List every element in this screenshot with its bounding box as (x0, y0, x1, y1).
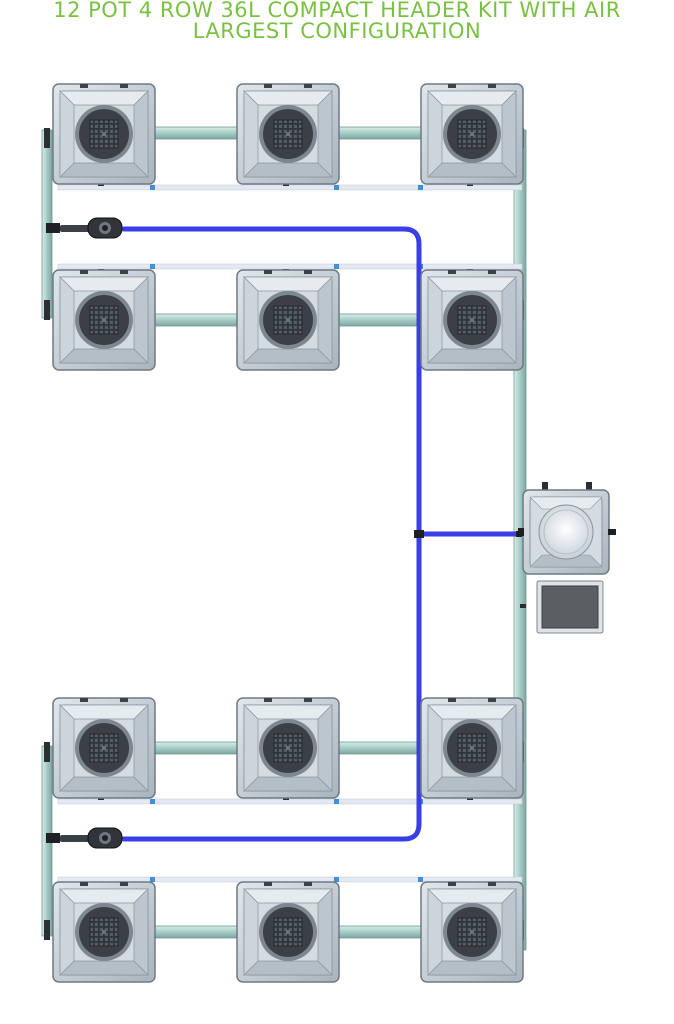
pot (420, 269, 524, 371)
pot (236, 83, 340, 185)
pot (52, 83, 156, 185)
pot (236, 269, 340, 371)
header-tank (518, 482, 616, 575)
pot-row-2 (52, 269, 524, 371)
pot (420, 697, 524, 799)
controller-box (520, 580, 604, 634)
air-valve-top (46, 217, 123, 239)
pot (52, 881, 156, 983)
pot (52, 269, 156, 371)
pot (236, 881, 340, 983)
pot-row-3 (52, 697, 524, 799)
pot-connection-pipes (149, 126, 427, 939)
pot (236, 697, 340, 799)
diagram-title: 12 POT 4 ROW 36L COMPACT HEADER KIT WITH… (0, 0, 674, 42)
pot (52, 697, 156, 799)
pot-row-1 (52, 83, 524, 185)
title-line-1: 12 POT 4 ROW 36L COMPACT HEADER KIT WITH… (53, 0, 621, 22)
pot (420, 83, 524, 185)
pot-row-4 (52, 881, 524, 983)
title-line-2: LARGEST CONFIGURATION (192, 19, 482, 43)
air-valve-bottom (46, 827, 123, 849)
pot (420, 881, 524, 983)
